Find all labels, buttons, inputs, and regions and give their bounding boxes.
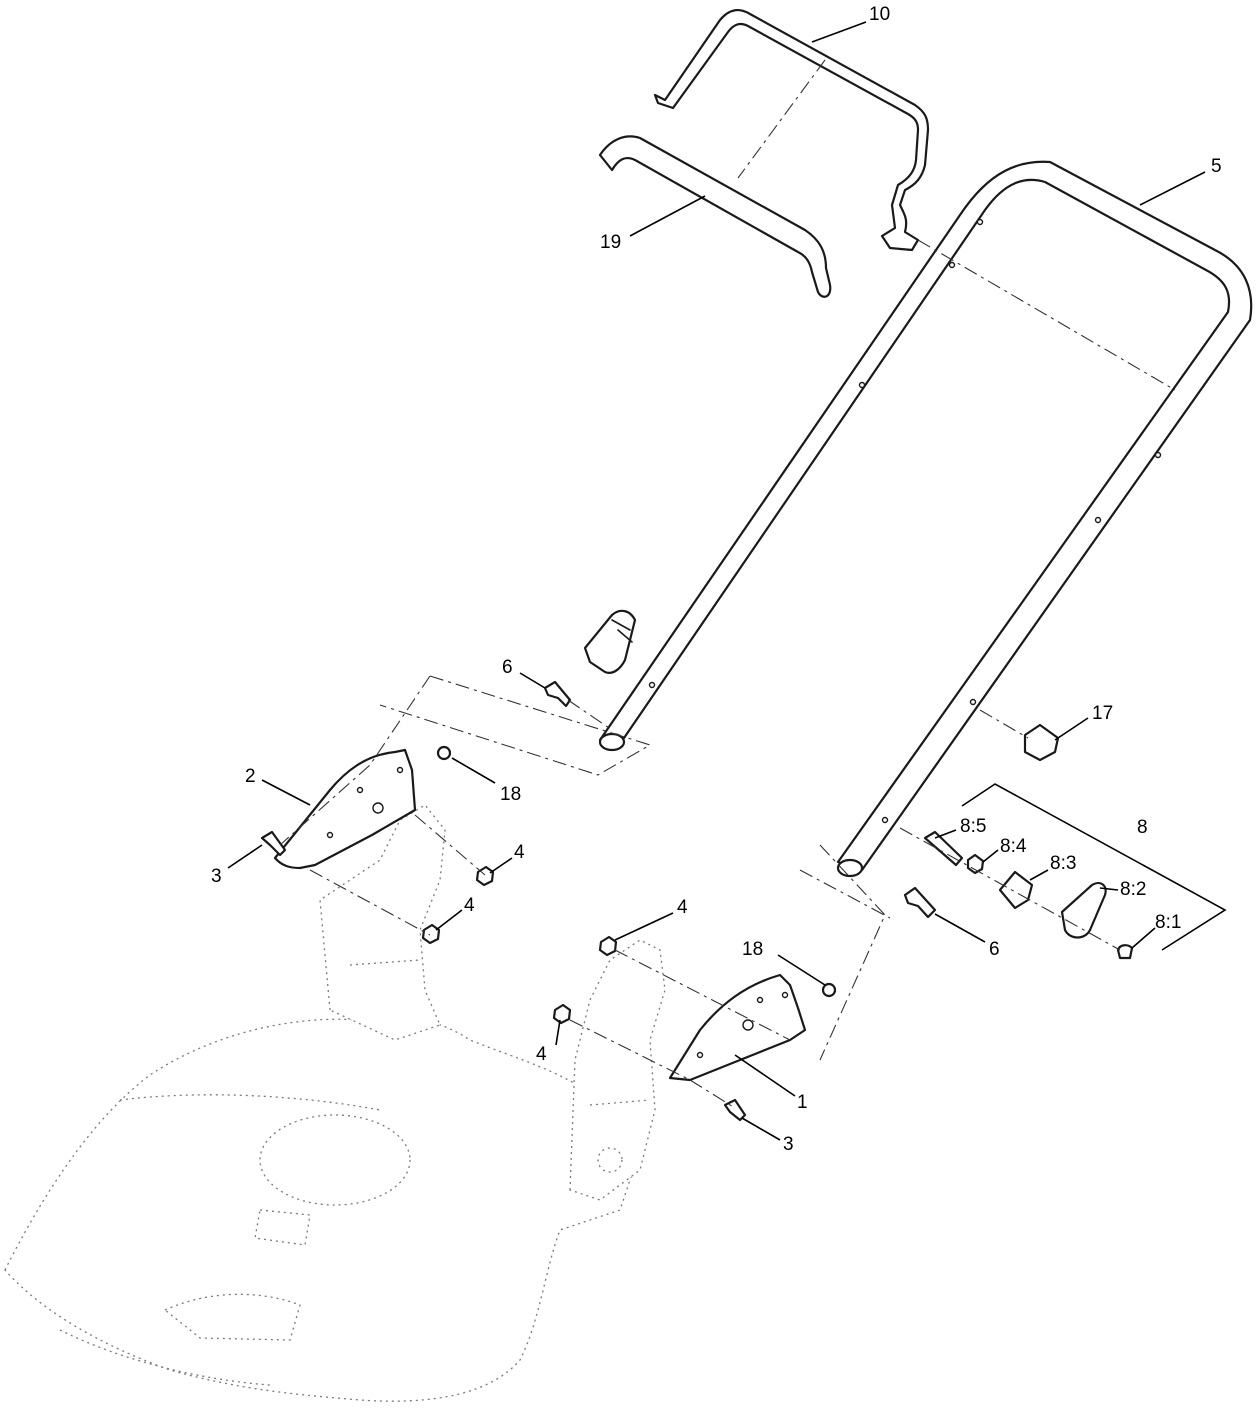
callout-4-d: 4 bbox=[536, 1044, 547, 1065]
callout-8: 8 bbox=[1137, 817, 1148, 838]
callout-1: 1 bbox=[797, 1092, 808, 1113]
callout-8-4: 8:4 bbox=[1000, 836, 1027, 857]
nuts bbox=[421, 853, 985, 1025]
callout-18-lower: 18 bbox=[742, 939, 763, 960]
callout-18-upper: 18 bbox=[500, 784, 521, 805]
callout-8-2: 8:2 bbox=[1120, 879, 1146, 900]
callout-2: 2 bbox=[245, 766, 256, 787]
callout-19: 19 bbox=[600, 232, 621, 253]
part-17-clip bbox=[1023, 723, 1060, 762]
handle-tube bbox=[598, 160, 1253, 878]
callout-4-c: 4 bbox=[677, 897, 688, 918]
callout-8-5: 8:5 bbox=[960, 816, 986, 837]
callout-labels: 10 19 5 6 2 18 3 4 4 17 8 8:5 8:4 8:3 8:… bbox=[211, 4, 1222, 1155]
knob-assembly bbox=[998, 870, 1134, 960]
handle-grip bbox=[598, 135, 832, 298]
mower-deck bbox=[4, 804, 666, 1402]
bail-bar bbox=[653, 8, 930, 252]
washers bbox=[436, 745, 837, 998]
callout-6-lower: 6 bbox=[989, 939, 1000, 960]
right-handle-bracket bbox=[668, 973, 807, 1082]
height-adjust-knob bbox=[583, 609, 637, 674]
callout-10: 10 bbox=[869, 4, 890, 25]
callout-4-b: 4 bbox=[464, 895, 475, 916]
callout-4-a: 4 bbox=[514, 842, 525, 863]
left-handle-bracket bbox=[273, 748, 417, 870]
kit-8-bracket bbox=[961, 783, 1227, 951]
leader-lines bbox=[227, 21, 1206, 1141]
callout-6-upper: 6 bbox=[502, 657, 513, 678]
callout-8-3: 8:3 bbox=[1050, 853, 1076, 874]
callout-3-right: 3 bbox=[783, 1134, 794, 1155]
callout-3-left: 3 bbox=[211, 866, 222, 887]
callout-17: 17 bbox=[1092, 703, 1113, 724]
center-lines bbox=[279, 59, 1176, 1109]
callout-8-1: 8:1 bbox=[1155, 912, 1181, 933]
callout-5: 5 bbox=[1211, 156, 1222, 177]
